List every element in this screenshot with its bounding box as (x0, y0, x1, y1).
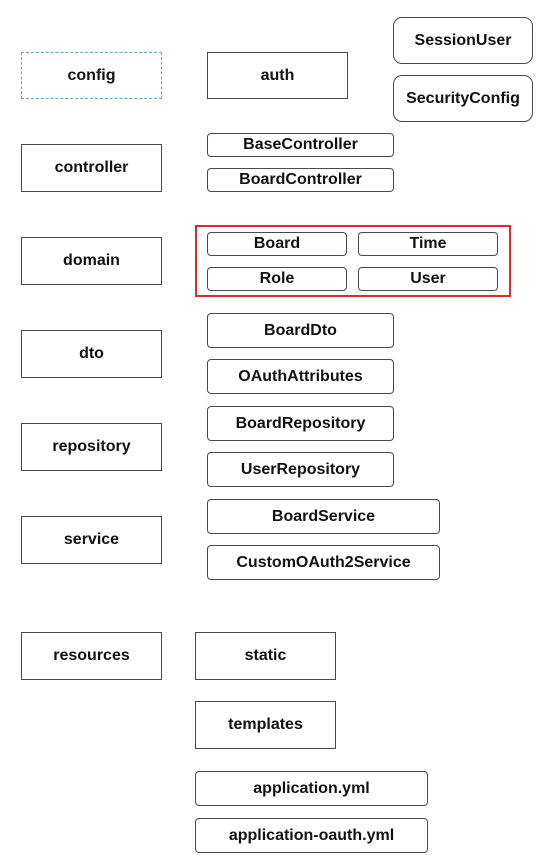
package-config-label: config (67, 66, 116, 84)
class-time-label: Time (409, 235, 447, 252)
class-oauth-attributes: OAuthAttributes (207, 359, 394, 394)
package-controller-label: controller (54, 159, 129, 176)
class-board-service-label: BoardService (271, 507, 376, 525)
class-oauth-attributes-label: OAuthAttributes (238, 367, 363, 385)
package-resources: resources (21, 632, 162, 680)
package-service-label: service (63, 531, 120, 548)
package-service: service (21, 516, 162, 564)
folder-static: static (195, 632, 336, 680)
class-custom-oauth2-service-label: CustomOAuth2Service (236, 553, 411, 571)
class-time: Time (358, 232, 498, 256)
file-application-oauth-yml: application-oauth.yml (195, 818, 428, 853)
folder-templates-label: templates (228, 716, 303, 733)
package-resources-label: resources (53, 647, 130, 664)
domain-highlight-box (195, 225, 511, 297)
class-board-service: BoardService (207, 499, 440, 534)
package-config: config (21, 52, 162, 99)
class-base-controller-label: BaseController (243, 136, 358, 153)
folder-auth: auth (207, 52, 348, 99)
class-user-repository-label: UserRepository (240, 460, 361, 478)
file-application-yml: application.yml (195, 771, 428, 806)
folder-static-label: static (244, 647, 287, 664)
package-dto-label: dto (79, 345, 104, 362)
class-role: Role (207, 267, 347, 291)
class-security-config: SecurityConfig (393, 75, 533, 122)
package-repository: repository (21, 423, 162, 471)
package-repository-label: repository (52, 438, 131, 455)
class-board-controller: BoardController (207, 168, 394, 192)
class-user-label: User (410, 270, 446, 287)
class-board-dto: BoardDto (207, 313, 394, 348)
package-dto: dto (21, 330, 162, 378)
class-board-label: Board (253, 235, 301, 252)
class-role-label: Role (259, 270, 295, 287)
class-board-dto-label: BoardDto (264, 321, 337, 339)
class-board-controller-label: BoardController (239, 171, 362, 188)
package-domain-label: domain (63, 252, 120, 269)
class-custom-oauth2-service: CustomOAuth2Service (207, 545, 440, 580)
class-board-repository-label: BoardRepository (235, 414, 366, 432)
folder-auth-label: auth (260, 66, 295, 84)
class-user-repository: UserRepository (207, 452, 394, 487)
class-base-controller: BaseController (207, 133, 394, 157)
file-application-yml-label: application.yml (253, 779, 370, 797)
class-board-repository: BoardRepository (207, 406, 394, 441)
class-board: Board (207, 232, 347, 256)
class-security-config-label: SecurityConfig (406, 89, 520, 107)
package-controller: controller (21, 144, 162, 192)
package-domain: domain (21, 237, 162, 285)
class-session-user-label: SessionUser (414, 31, 512, 49)
folder-templates: templates (195, 701, 336, 749)
class-session-user: SessionUser (393, 17, 533, 64)
file-application-oauth-yml-label: application-oauth.yml (228, 826, 395, 844)
class-user: User (358, 267, 498, 291)
